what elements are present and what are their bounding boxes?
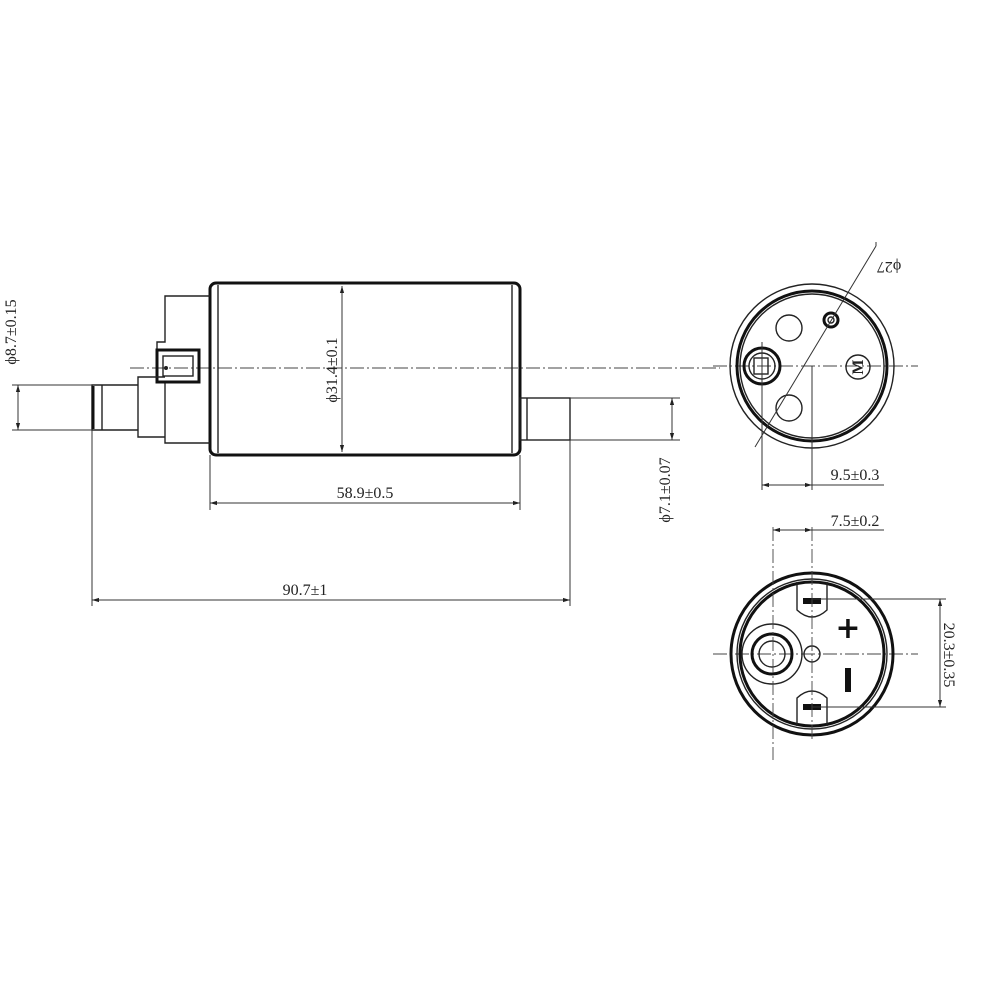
outlet-diameter-label: ϕ7.1±0.07 [657, 457, 674, 522]
motor-mark [845, 354, 871, 380]
port-hole [775, 314, 803, 342]
outlet-nozzle [519, 397, 571, 441]
end-diameter-label: ϕ27 [877, 258, 901, 275]
end-view-outlet: M ϕ27 9.5±0.3 [713, 242, 918, 490]
end-view-terminals: + 7.5±0.2 20.3±0.35 [713, 513, 957, 760]
plus-sign: + [835, 611, 860, 646]
body-diameter-label: ϕ31.4±0.1 [324, 337, 341, 402]
electrical-tab [155, 348, 201, 384]
bottom-offset-label: 7.5±0.2 [831, 513, 880, 530]
minus-sign [845, 668, 851, 692]
terminal-spacing-label: 20.3±0.35 [940, 623, 957, 688]
top-offset-label: 9.5±0.3 [831, 467, 880, 484]
body-length-label: 58.9±0.5 [337, 485, 394, 502]
inlet-step [137, 376, 165, 438]
pump-body [208, 281, 522, 457]
inlet-diameter-label: ϕ8.7±0.15 [3, 299, 20, 364]
inlet-nozzle [91, 384, 138, 431]
total-length-label: 90.7±1 [283, 582, 328, 599]
side-view: ϕ8.7±0.15 ϕ31.4±0.1 58.9±0.5 90.7±1 ϕ7.1… [3, 281, 720, 606]
inlet-port [741, 623, 803, 685]
svg-text:M: M [850, 359, 867, 374]
